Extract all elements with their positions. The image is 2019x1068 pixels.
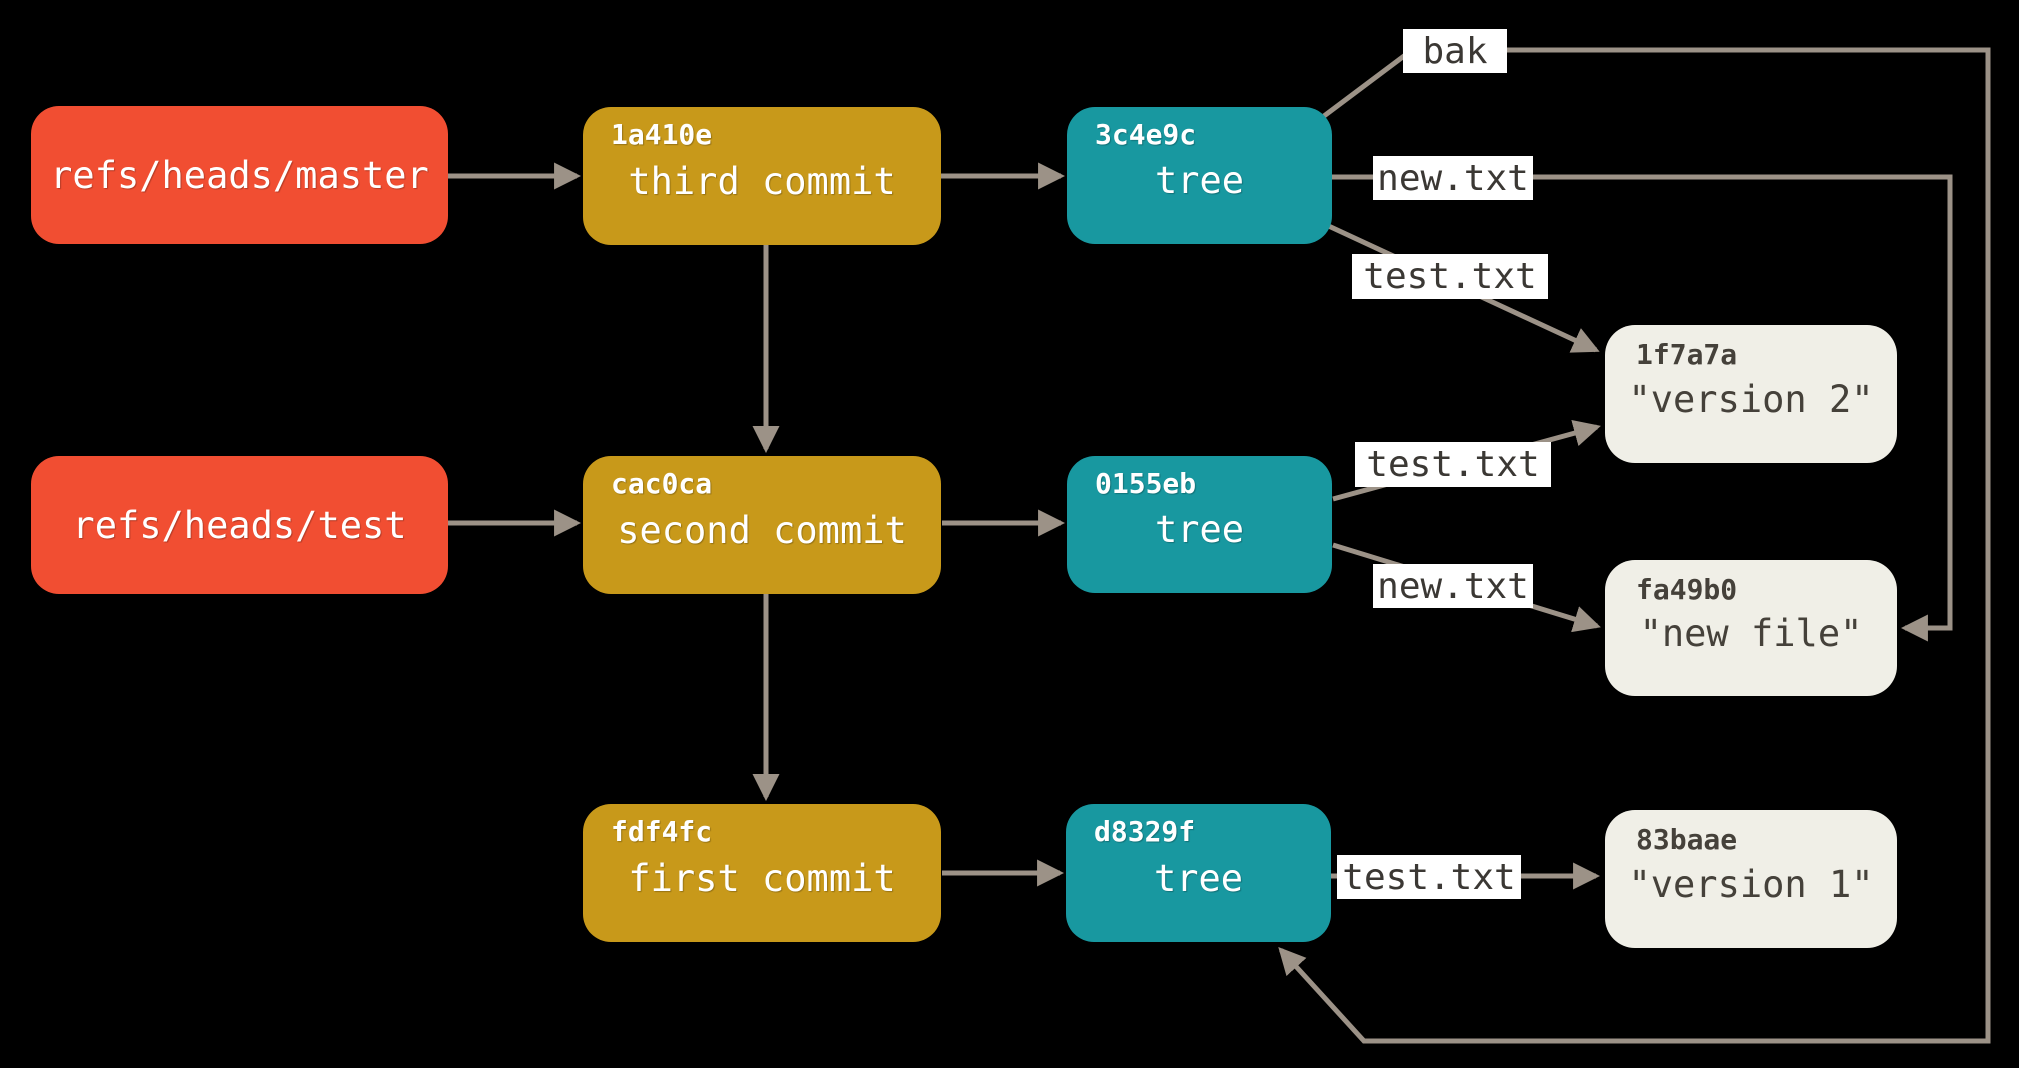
commit-first-hash: fdf4fc [611,815,713,848]
tree-0155eb-hash: 0155eb [1095,467,1197,500]
commit-third-label: third commit [628,159,896,203]
tree-3c4e9c-hash: 3c4e9c [1095,118,1197,151]
commit-second-label: second commit [617,508,907,552]
edge-label-test-txt-mid: test.txt [1355,442,1551,487]
blob-fa49b0-label: "new file" [1639,611,1863,655]
edge-newtxt-top-to-blob-fa49b0 [1326,174,1953,642]
blob-1f7a7a-label: "version 2" [1628,377,1874,421]
edge-bak-loop-to-tree-d8329f [1278,47,1991,1044]
blob-box-fa49b0: fa49b0 "new file" [1605,560,1897,696]
tree-3c4e9c-label: tree [1154,159,1245,202]
tree-d8329f-label: tree [1153,856,1244,900]
edge-label-new-txt-mid: new.txt [1373,564,1533,608]
blob-83baae-hash: 83baae [1636,823,1738,856]
tree-d8329f-hash: d8329f [1094,815,1196,848]
ref-box-test: refs/heads/test [31,456,448,594]
edge-label-new-txt-top: new.txt [1373,156,1533,200]
commit-box-second: cac0ca second commit [583,456,941,594]
ref-box-master: refs/heads/master [31,106,448,244]
tree-box-0155eb: 0155eb tree [1067,456,1332,593]
blob-box-1f7a7a: 1f7a7a "version 2" [1605,325,1897,463]
ref-test-label: refs/heads/test [72,503,407,547]
edge-label-bak: bak [1403,29,1507,73]
tree-0155eb-label: tree [1154,508,1245,551]
commit-box-first: fdf4fc first commit [583,804,941,942]
commit-first-label: first commit [628,856,896,900]
commit-box-third: 1a410e third commit [583,107,941,245]
commit-second-hash: cac0ca [611,467,713,500]
blob-83baae-label: "version 1" [1628,862,1874,906]
edge-label-test-txt-top: test.txt [1352,254,1548,299]
edge-label-test-txt-bottom: test.txt [1337,855,1521,899]
commit-third-hash: 1a410e [611,118,713,151]
ref-master-label: refs/heads/master [50,153,429,197]
tree-box-3c4e9c: 3c4e9c tree [1067,107,1332,244]
blob-1f7a7a-hash: 1f7a7a [1636,338,1738,371]
tree-box-d8329f: d8329f tree [1066,804,1331,942]
blob-fa49b0-hash: fa49b0 [1636,573,1738,606]
blob-box-83baae: 83baae "version 1" [1605,810,1897,948]
